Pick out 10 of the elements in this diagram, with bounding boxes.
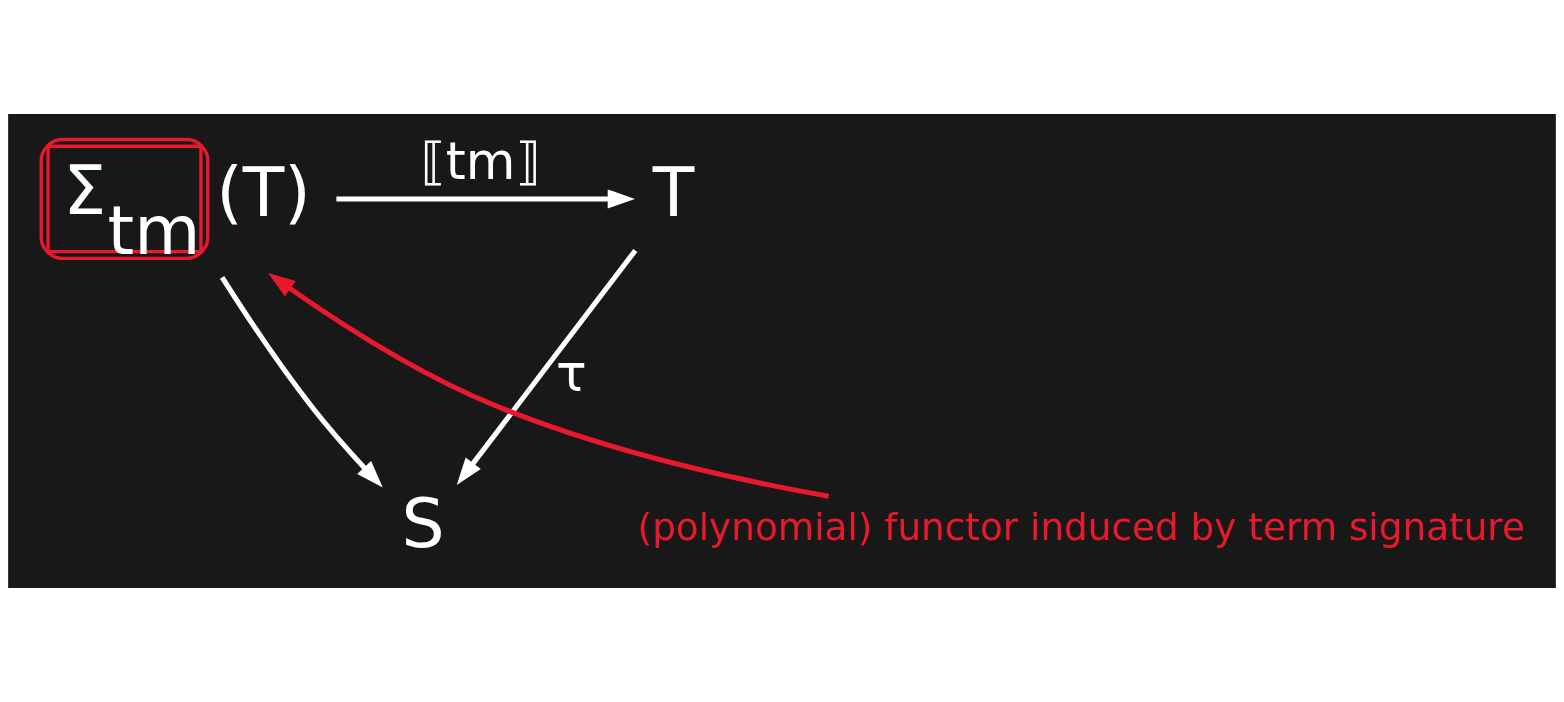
arrow [268,272,830,499]
node-label: (T) [216,152,311,232]
arrow [336,189,635,209]
edge-label: ⟦tm⟧ [420,131,541,191]
node-text: T [652,152,695,232]
node-text: S [401,484,445,564]
node-text: (polynomial) functor induced by term signature [637,504,1525,549]
edge-label: τ [556,343,587,403]
arrow [456,248,638,485]
arrow [219,275,383,488]
